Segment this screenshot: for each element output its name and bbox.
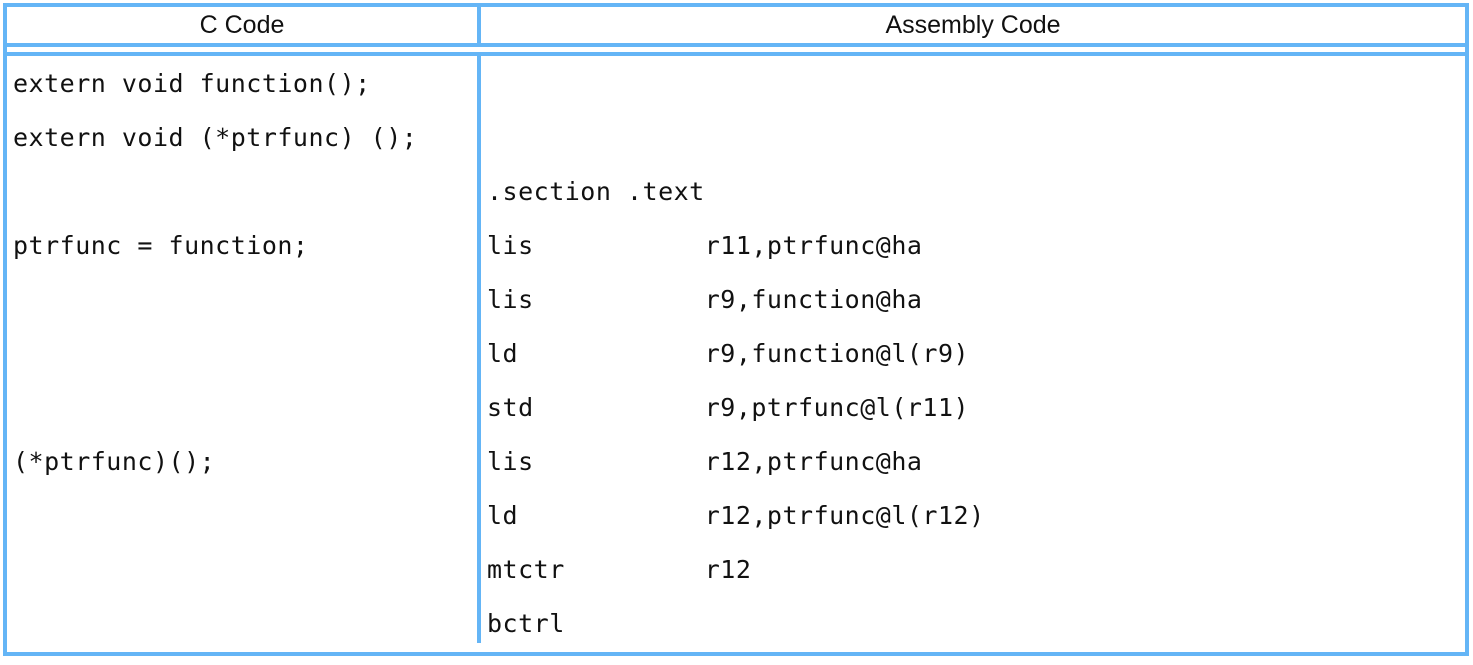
column-header-assembly-code: Assembly Code — [885, 10, 1061, 39]
table-body-row: extern void function(); extern void (*pt… — [7, 56, 1465, 643]
c-code-cell: extern void function(); extern void (*pt… — [7, 56, 481, 643]
column-header-c-code: C Code — [7, 7, 481, 43]
assembly-code-cell: .section .text lis r11,ptrfunc@ha lis r9… — [487, 177, 985, 638]
code-comparison-table: C Code Assembly Code extern void functio… — [3, 3, 1469, 656]
table-header-row: C Code Assembly Code — [7, 7, 1465, 56]
